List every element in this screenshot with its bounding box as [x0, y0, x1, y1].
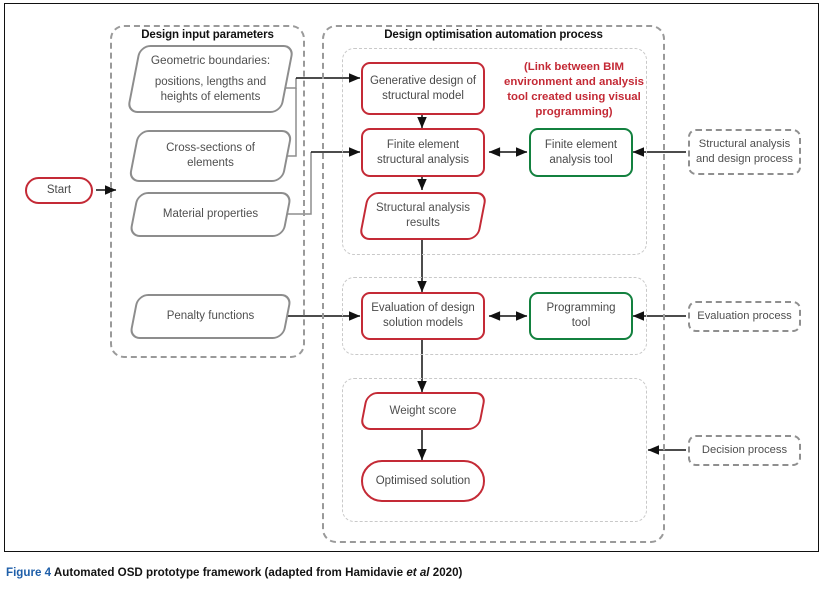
node-fe-analysis-tool[interactable]: Finite element analysis tool — [529, 128, 633, 177]
node-penalty-functions[interactable]: Penalty functions — [128, 294, 293, 339]
note-bim-link-text: (Link between BIM environment and analys… — [504, 61, 644, 119]
group-design-input-parameters — [110, 25, 305, 358]
node-weight-score-label: Weight score — [389, 404, 457, 417]
node-programming-tool[interactable]: Programming tool — [529, 292, 633, 340]
node-evaluation-of-design-solutions-label: Evaluation of design solution models — [371, 302, 475, 329]
figure-caption-etal: et al — [406, 566, 430, 579]
node-fe-structural-analysis-label: Finite element structural analysis — [376, 138, 470, 166]
annotation-evaluation-process[interactable]: Evaluation process — [688, 301, 801, 332]
node-structural-analysis-results[interactable]: Structural analysis results — [358, 192, 488, 240]
group-design-optimisation-process-title: Design optimisation automation process — [384, 29, 603, 41]
node-geometric-boundaries-detail: positions, lengths and heights of elemen… — [154, 76, 267, 104]
annotation-evaluation-process-label: Evaluation process — [697, 310, 792, 323]
annotation-decision-process-label: Decision process — [701, 444, 788, 457]
figure-caption-text: Automated OSD prototype framework (adapt… — [53, 566, 404, 579]
node-weight-score[interactable]: Weight score — [359, 392, 487, 430]
note-bim-link: (Link between BIM environment and analys… — [494, 60, 654, 120]
node-penalty-functions-label: Penalty functions — [166, 310, 255, 323]
node-generative-design-label: Generative design of structural model — [369, 74, 477, 102]
node-start[interactable]: Start — [25, 177, 93, 204]
node-geometric-boundaries[interactable]: Geometric boundaries: positions, lengths… — [126, 45, 295, 113]
node-fe-structural-analysis[interactable]: Finite element structural analysis — [361, 128, 485, 177]
annotation-structural-analysis-process-label: Structural analysis and design process — [695, 138, 794, 165]
node-structural-analysis-results-label: Structural analysis results — [376, 202, 470, 229]
node-fe-analysis-tool-label: Finite element analysis tool — [544, 138, 618, 166]
node-evaluation-of-design-solutions[interactable]: Evaluation of design solution models — [361, 292, 485, 340]
node-programming-tool-label: Programming tool — [546, 302, 616, 329]
group-design-input-parameters-title: Design input parameters — [141, 29, 274, 41]
subgroup-structural-analysis — [342, 48, 647, 255]
node-optimised-solution[interactable]: Optimised solution — [361, 460, 485, 502]
node-cross-sections[interactable]: Cross-sections of elements — [127, 130, 294, 182]
node-optimised-solution-label: Optimised solution — [375, 474, 471, 487]
node-cross-sections-label: Cross-sections of elements — [166, 142, 255, 169]
group-design-optimisation-process — [322, 25, 665, 543]
figure-caption-year: 2020) — [432, 566, 463, 579]
annotation-structural-analysis-process[interactable]: Structural analysis and design process — [688, 129, 801, 175]
subgroup-evaluation — [342, 277, 647, 355]
node-geometric-boundaries-heading: Geometric boundaries: — [150, 52, 271, 67]
node-material-properties-label: Material properties — [162, 208, 259, 221]
node-material-properties[interactable]: Material properties — [128, 192, 293, 237]
subgroup-decision — [342, 378, 647, 522]
annotation-decision-process[interactable]: Decision process — [688, 435, 801, 466]
figure-caption: Figure 4 Automated OSD prototype framewo… — [6, 566, 806, 579]
node-start-label: Start — [46, 184, 72, 197]
figure-caption-number: Figure 4 — [6, 566, 52, 579]
node-generative-design[interactable]: Generative design of structural model — [361, 62, 485, 115]
